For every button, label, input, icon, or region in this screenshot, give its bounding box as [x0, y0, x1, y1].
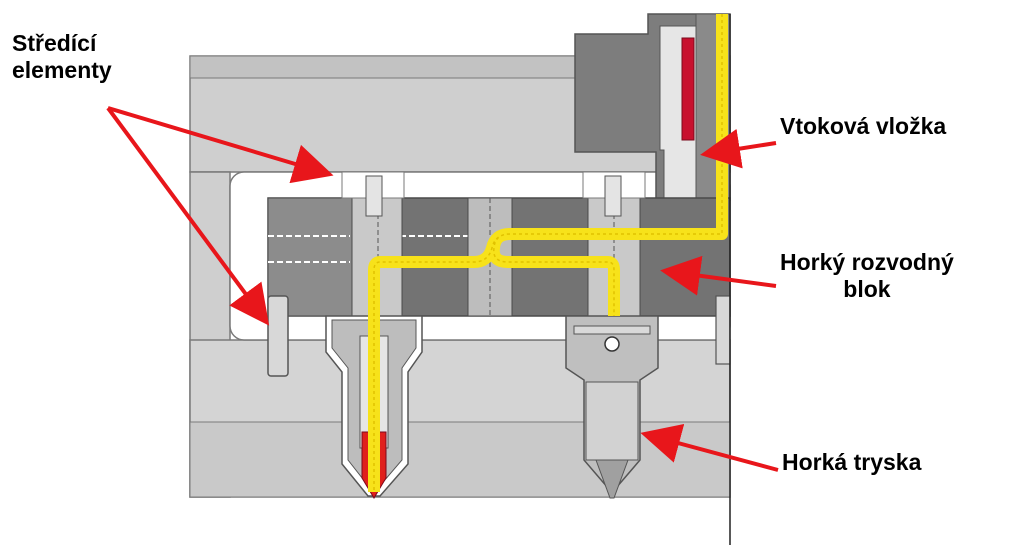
- arrow-to-sprue-bushing: [700, 128, 777, 169]
- nozzle-right-port: [604, 336, 620, 352]
- bolt-right: [604, 175, 622, 217]
- arrow-to-nozzle: [640, 423, 779, 472]
- centering-pin-right: [715, 295, 731, 365]
- arrow-to-manifold: [660, 255, 777, 296]
- label-centering-line1: Středící: [12, 30, 97, 56]
- nozzle-right-shaft: [585, 381, 639, 461]
- arrow-to-centering-pin: [106, 106, 270, 326]
- label-hot-manifold: Horký rozvodný blok: [780, 249, 954, 303]
- centering-pin: [267, 295, 289, 377]
- arrow-to-top-centering: [107, 106, 334, 184]
- nozzle-right-collar: [573, 325, 651, 335]
- bolt-left: [365, 175, 383, 217]
- label-sprue-bushing: Vtoková vložka: [780, 113, 947, 139]
- label-centering-line2: elementy: [12, 57, 112, 83]
- heater-band: [681, 37, 695, 141]
- label-hot-nozzle: Horká tryska: [782, 449, 922, 475]
- cavity-plate-lower: [189, 421, 731, 498]
- melt-channel-centre: [373, 14, 723, 492]
- nozzle-right-tip: [595, 459, 629, 499]
- label-centering-elements: Středící elementy: [12, 30, 112, 84]
- label-manifold-line2: blok: [843, 276, 891, 302]
- label-manifold-line1: Horký rozvodný: [780, 249, 954, 275]
